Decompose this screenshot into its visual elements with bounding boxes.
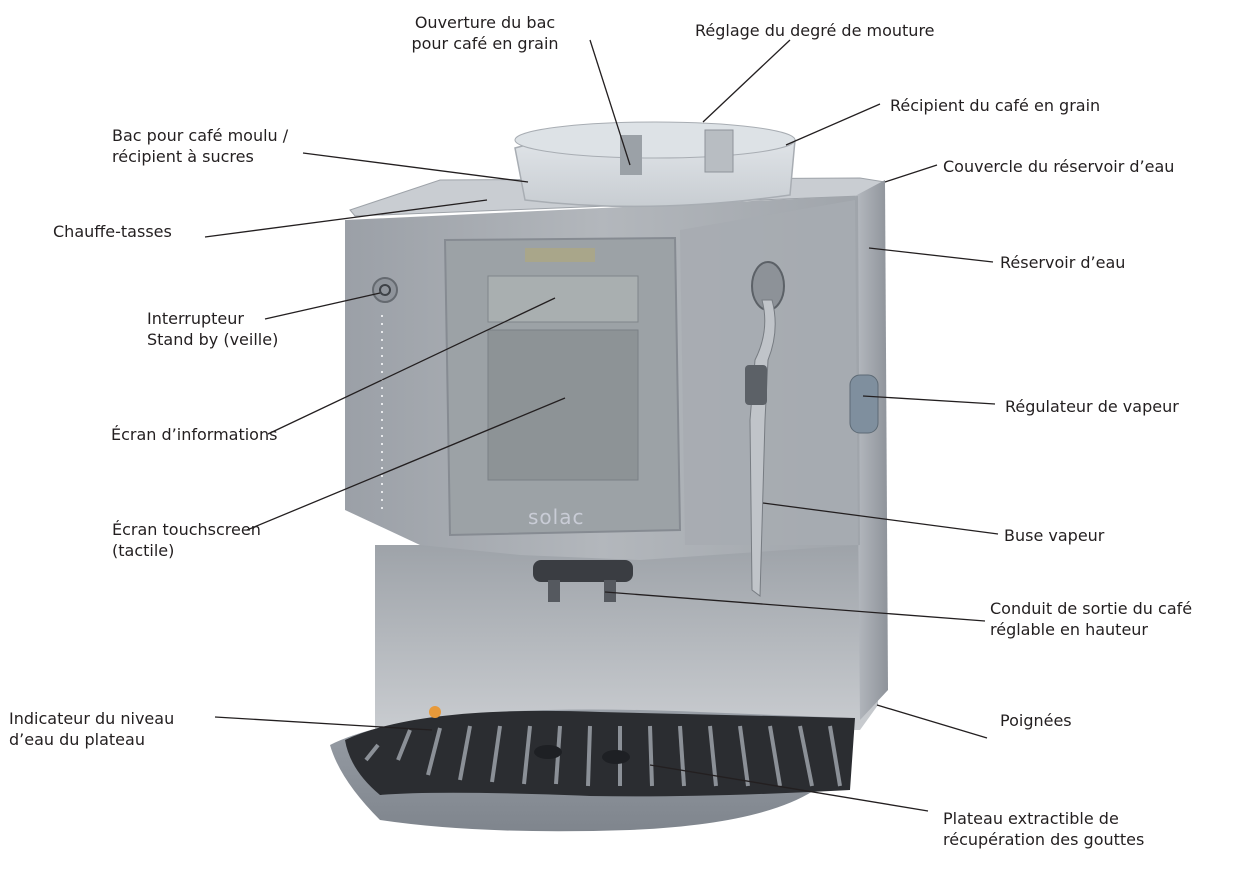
machine-right-facet (680, 200, 858, 545)
label-ecran-informations: Écran d’informations (111, 425, 278, 444)
label-poignees: Poignées (1000, 711, 1072, 730)
label-interrupteur: Interrupteur Stand by (veille) (147, 309, 279, 349)
info-screen-shape (487, 275, 639, 323)
label-bac-cafe-moulu: Bac pour café moulu / récipient à sucres (112, 126, 289, 166)
label-indicateur-niveau: Indicateur du niveau d’eau du plateau (9, 709, 175, 749)
label-buse-vapeur: Buse vapeur (1004, 526, 1105, 545)
drip-tray-grate (345, 710, 855, 797)
leader-lines (204, 39, 999, 812)
water-level-indicator-shape (429, 706, 441, 718)
label-ecran-touchscreen: Écran touchscreen (tactile) (112, 520, 261, 560)
label-plateau-extractible: Plateau extractible de récupération des … (943, 809, 1145, 849)
power-button-shape (372, 277, 398, 303)
label-reglage-mouture: Réglage du degré de mouture (695, 21, 935, 40)
label-recipient-grain: Récipient du café en grain (890, 96, 1101, 115)
hopper-opening (620, 135, 642, 175)
label-regulateur-vapeur: Régulateur de vapeur (1005, 397, 1179, 416)
label-ouverture-bac: Ouverture du bac pour café en grain (411, 13, 559, 53)
coffee-outlet-shape (533, 560, 633, 582)
touchscreen-shape (487, 329, 639, 481)
machine-side-panel (855, 180, 888, 720)
label-conduit-sortie: Conduit de sortie du café réglable en ha… (990, 599, 1193, 639)
label-chauffe-tasses: Chauffe-tasses (53, 222, 172, 241)
hopper-lid (514, 121, 796, 159)
brand-logo: solac (528, 505, 585, 529)
machine-lower-body (375, 545, 878, 730)
label-reservoir-eau: Réservoir d’eau (1000, 253, 1126, 272)
label-couvercle-reservoir: Couvercle du réservoir d’eau (943, 157, 1175, 176)
grind-adjuster (704, 129, 734, 173)
steam-knob-shape (849, 374, 879, 434)
